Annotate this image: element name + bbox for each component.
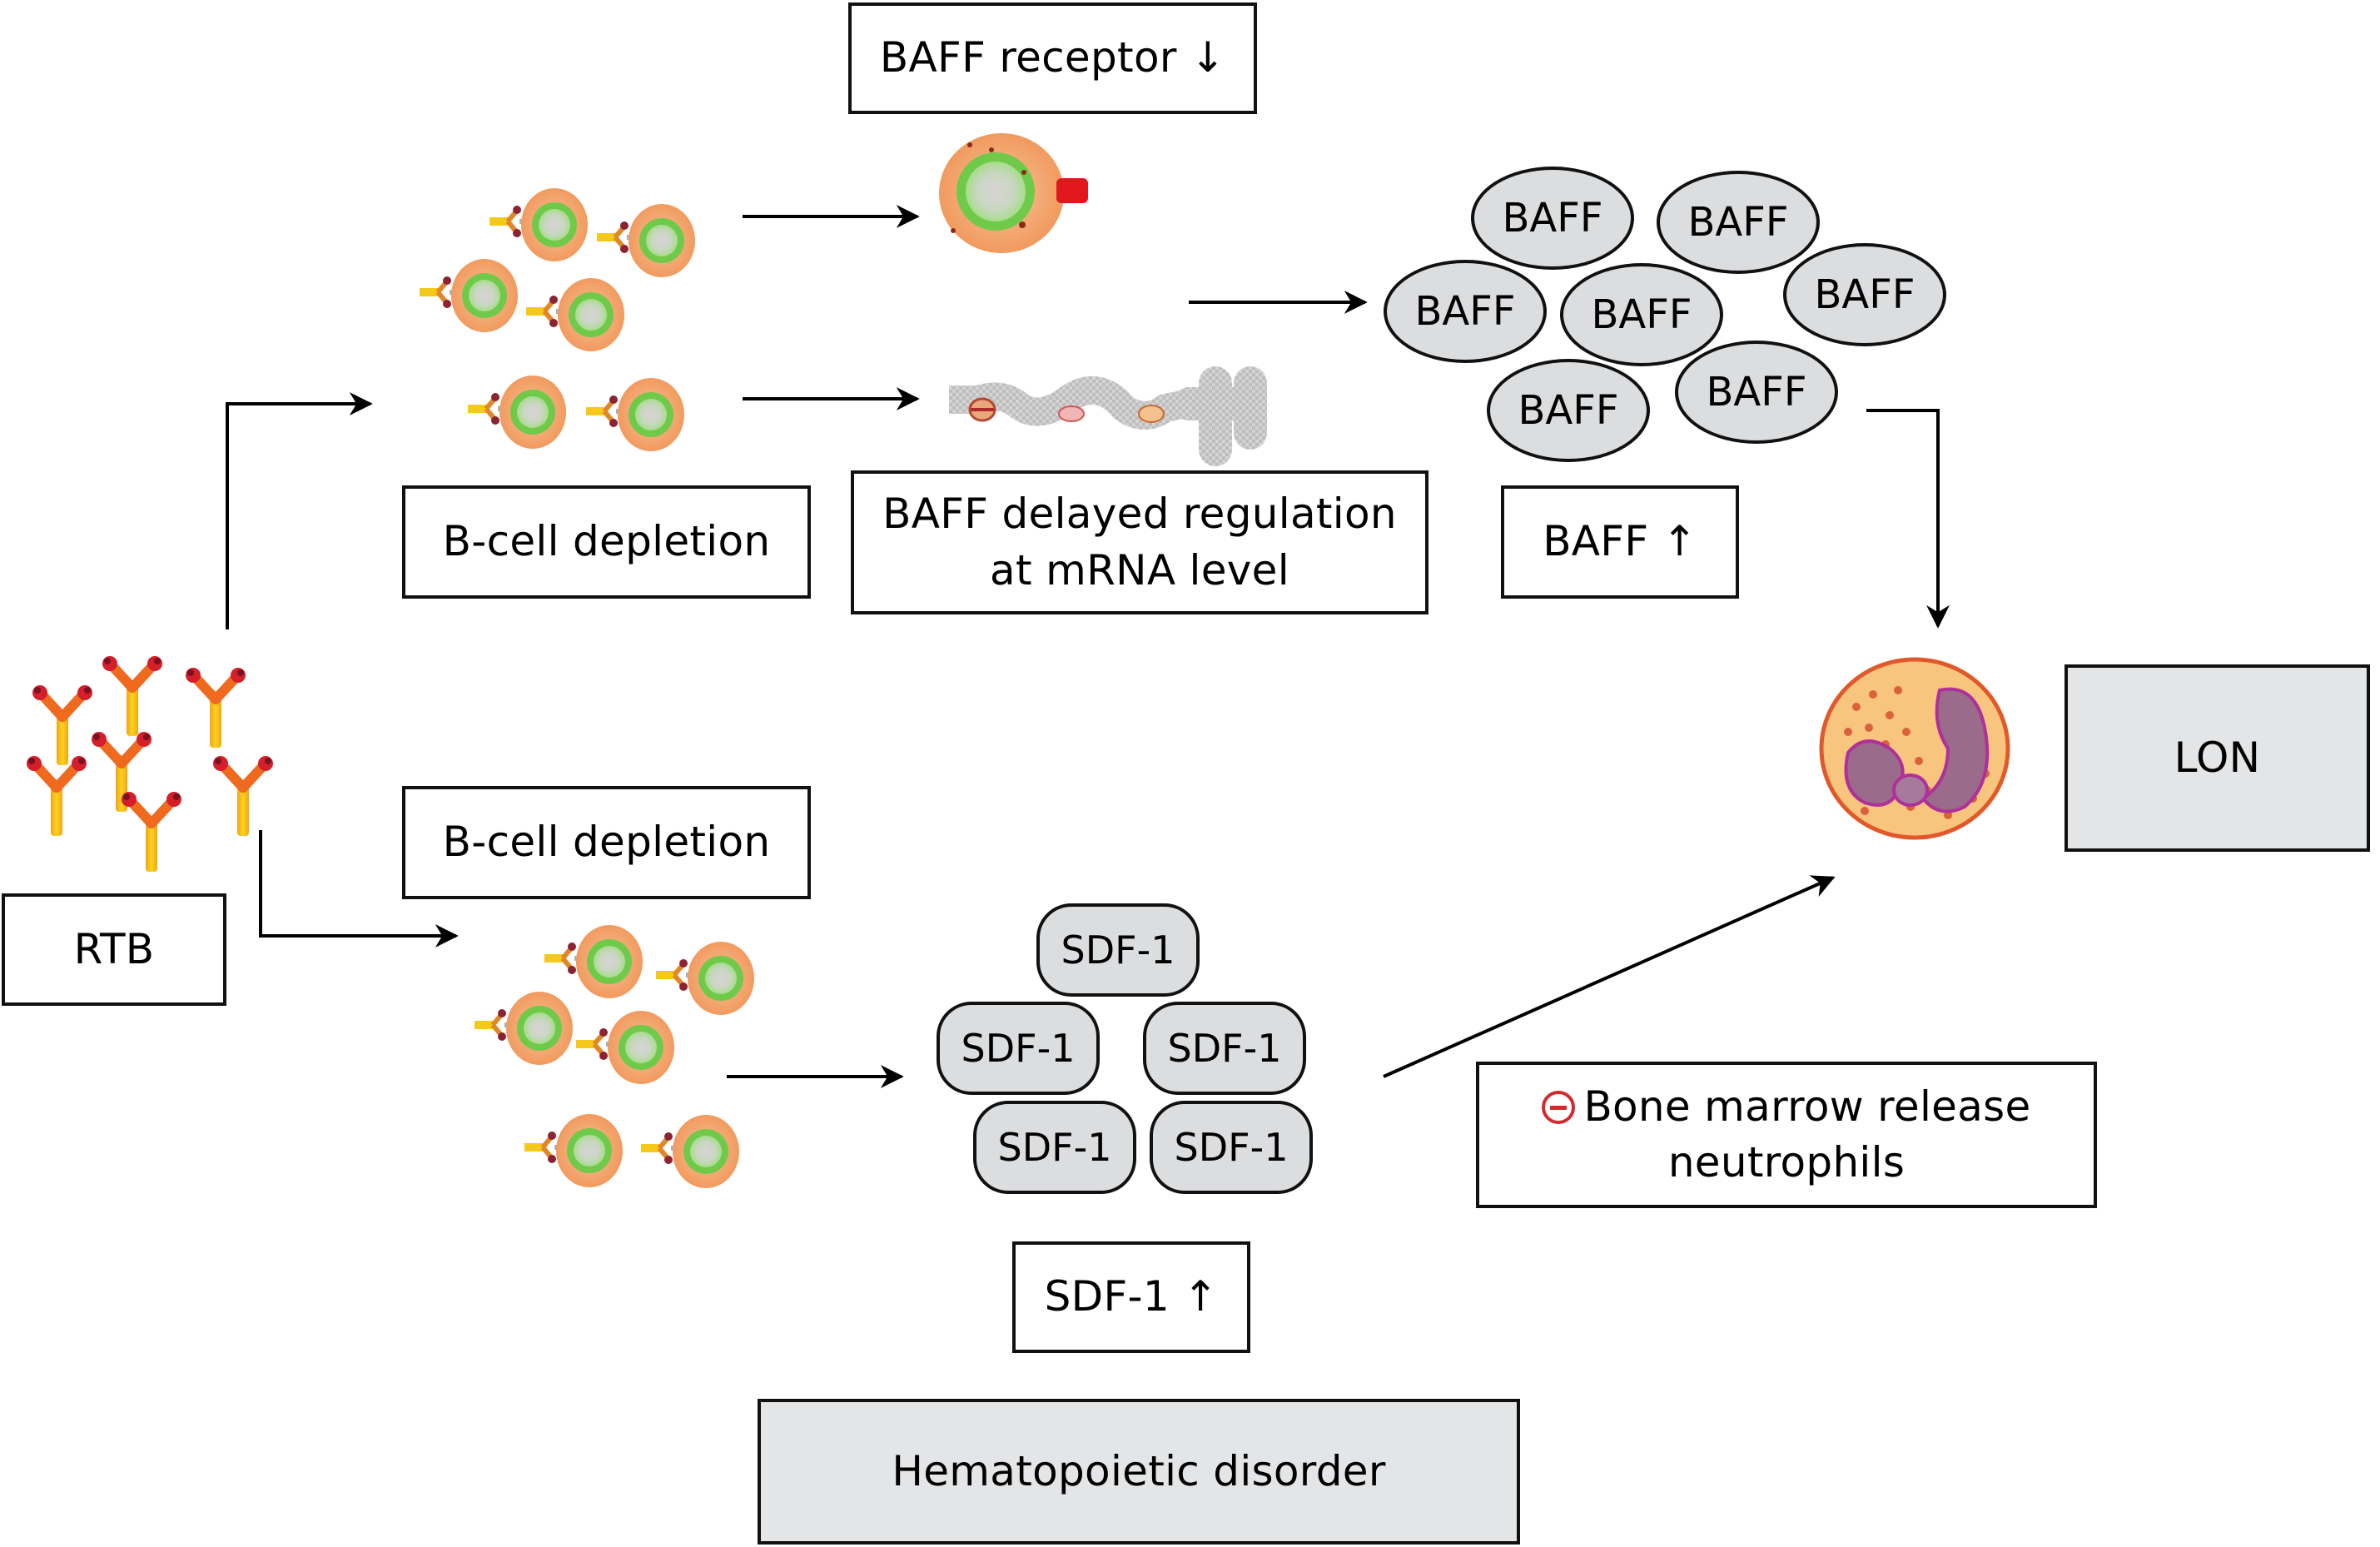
mrna-strand-icon [949, 366, 1267, 466]
baff-delayed-line1: BAFF delayed regulation [882, 490, 1397, 538]
baff-molecule: BAFF [1560, 263, 1723, 366]
bcell-depletion-bottom-label: B-cell depletion [442, 818, 771, 867]
sdf1-molecule: SDF-1 [1036, 903, 1200, 997]
antibody-y-icon [92, 732, 152, 812]
sdf1-molecule: SDF-1 [973, 1101, 1136, 1194]
baff-molecule: BAFF [1675, 341, 1838, 444]
antibody-y-icon [186, 668, 246, 748]
hematopoietic-disorder-box: Hematopoietic disorder [758, 1399, 1520, 1545]
baff-molecule: BAFF [1487, 359, 1650, 462]
baff-molecule: BAFF [1471, 167, 1634, 270]
b-cell-icon [420, 259, 518, 332]
arrow-sdf1-to-neutrophil [1383, 875, 1836, 1078]
antibody-y-icon [102, 656, 162, 736]
baff-delayed-regulation-box: BAFF delayed regulation at mRNA level [851, 470, 1428, 614]
b-cell-icon [489, 188, 588, 261]
arrow-baff-to-neutrophil [1866, 409, 1950, 629]
bcell-cluster-top [420, 188, 695, 451]
antibody-y-icon [32, 685, 92, 765]
arrows [226, 205, 1950, 1088]
rtb-box: RTB [2, 893, 226, 1006]
b-cell-icon [475, 992, 573, 1065]
bcell-depletion-top-label: B-cell depletion [442, 517, 771, 566]
antibody-cluster [27, 656, 273, 872]
b-cell-icon [597, 204, 695, 277]
b-cell-icon [586, 378, 684, 451]
baff-receptor-label: BAFF receptor ↓ [879, 33, 1226, 82]
bone-marrow-line1: Bone marrow release [1542, 1079, 2030, 1136]
sdf1-molecule: SDF-1 [1150, 1101, 1313, 1194]
b-cell-icon [526, 278, 624, 351]
b-cell-with-receptor-icon [939, 133, 1088, 253]
antibody-y-icon [122, 792, 181, 872]
arrow-rtb-to-top-bcells [226, 392, 373, 629]
b-cell-icon [524, 1114, 623, 1187]
lon-label: LON [2174, 733, 2261, 782]
b-cell-icon [641, 1115, 739, 1188]
b-cell-icon [576, 1011, 674, 1084]
b-cell-icon [544, 925, 643, 998]
bcell-depletion-top-box: B-cell depletion [402, 485, 811, 599]
bcell-depletion-bottom-box: B-cell depletion [402, 786, 811, 899]
hematopoietic-disorder-label: Hematopoietic disorder [892, 1446, 1386, 1495]
baff-molecule: BAFF [1783, 243, 1946, 346]
b-cell-icon [468, 376, 566, 449]
minus-circle-icon [1542, 1090, 1576, 1124]
sdf1-up-label: SDF-1 ↑ [1044, 1272, 1219, 1321]
baff-molecule: BAFF [1657, 171, 1820, 274]
bone-marrow-line2: neutrophils [1667, 1138, 1905, 1186]
baff-up-box: BAFF ↑ [1501, 485, 1739, 599]
bcell-cluster-bottom [475, 925, 754, 1188]
neutrophil-icon [1819, 657, 2010, 840]
baff-receptor-box: BAFF receptor ↓ [848, 2, 1257, 114]
antibody-y-icon [27, 756, 87, 836]
baff-molecule: BAFF [1384, 260, 1547, 363]
sdf1-up-box: SDF-1 ↑ [1012, 1241, 1250, 1353]
baff-delayed-line2: at mRNA level [990, 545, 1289, 594]
antibody-y-icon [213, 756, 273, 836]
lon-box: LON [2064, 664, 2370, 852]
baff-up-label: BAFF ↑ [1543, 517, 1697, 566]
sdf1-molecule: SDF-1 [937, 1002, 1100, 1095]
rtb-label: RTB [73, 924, 155, 973]
sdf1-molecule: SDF-1 [1143, 1002, 1306, 1095]
b-cell-icon [656, 942, 754, 1015]
bone-marrow-release-box: Bone marrow release neutrophils [1476, 1062, 2097, 1208]
arrow-rtb-to-bottom-bcells [259, 830, 459, 948]
